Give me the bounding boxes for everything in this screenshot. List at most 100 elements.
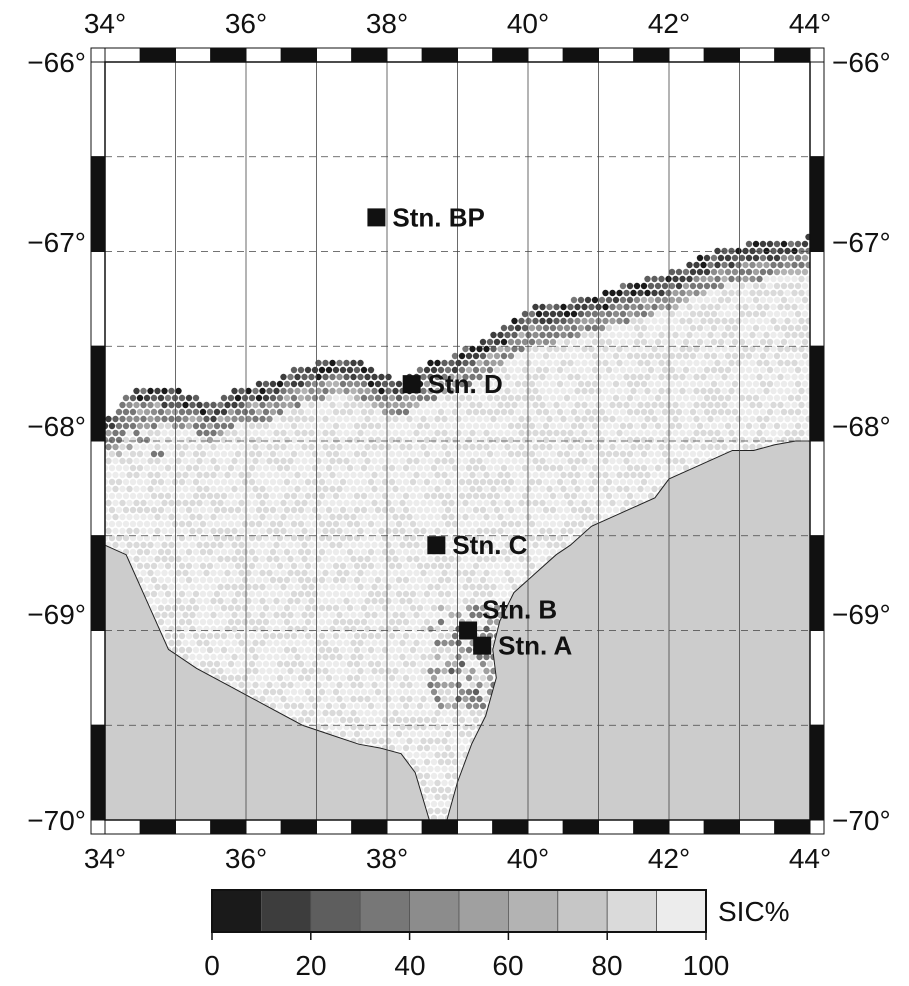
sic-dot [308,681,315,689]
sic-dot [147,499,154,507]
left-lat-label-69: −69° [27,599,86,630]
sic-dot [171,618,179,626]
sic-dot [479,562,487,570]
sic-dot [192,576,200,584]
sic-dot [413,611,420,619]
sic-dot [392,667,399,675]
sic-dot [584,394,592,402]
sic-dot [791,345,798,353]
sic-dot [175,443,182,451]
sic-dot [588,303,595,311]
sic-dot [287,667,294,675]
colorbar-title: SIC% [718,896,790,927]
sic-dot [469,387,476,395]
sic-dot [441,429,448,437]
sic-dot [238,415,245,423]
sic-dot [451,604,459,612]
sic-dot [150,478,158,486]
sic-dot [794,324,802,332]
sic-dot [385,723,392,731]
sic-dot [406,555,413,563]
sic-dot [353,478,361,486]
sic-dot [203,555,210,563]
sic-dot [700,373,707,381]
sic-dot [350,653,357,661]
sic-dot [357,471,364,479]
sic-dot [311,450,319,458]
sic-dot [430,772,438,780]
sic-dot [364,415,371,423]
sic-dot [245,485,252,493]
sic-dot [707,261,714,269]
sic-dot [420,471,427,479]
sic-dot [532,429,539,437]
sic-dot [444,394,452,402]
sic-dot [476,359,483,367]
sic-dot [469,611,476,619]
sic-dot [441,583,448,591]
sic-dot [626,422,634,430]
sic-dot [476,373,483,381]
sic-dot [217,667,224,675]
sic-dot [322,639,329,647]
sic-dot [339,534,347,542]
sic-dot [535,408,543,416]
sic-dot [150,506,158,514]
frame-segment-right [809,535,825,631]
sic-dot [703,282,711,290]
sic-dot [574,345,581,353]
sic-dot [168,485,175,493]
sic-dot [388,464,396,472]
sic-dot [738,296,746,304]
sic-dot [472,534,480,542]
sic-dot [539,443,546,451]
sic-dot [791,415,798,423]
sic-dot [406,681,413,689]
sic-dot [157,534,165,542]
sic-dot [770,331,777,339]
sic-dot [385,373,392,381]
sic-dot [367,520,375,528]
sic-dot [367,674,375,682]
sic-dot [178,464,186,472]
sic-dot [714,359,721,367]
sic-dot [472,408,480,416]
sic-dot [661,380,669,388]
sic-dot [140,429,147,437]
sic-dot [157,562,165,570]
sic-dot [486,576,494,584]
sic-dot [756,359,763,367]
sic-dot [150,394,158,402]
sic-dot [458,506,466,514]
sic-dot [462,401,469,409]
sic-dot [493,436,501,444]
sic-dot [241,520,249,528]
sic-dot [777,317,784,325]
sic-dot [105,485,112,493]
sic-dot [518,569,525,577]
sic-dot [329,625,336,633]
sic-dot [602,471,609,479]
sic-dot [325,618,333,626]
sic-dot [451,394,459,402]
sic-dot [392,597,399,605]
sic-dot [269,688,277,696]
sic-dot [301,709,308,717]
sic-dot [476,583,483,591]
sic-dot [486,450,494,458]
sic-dot [406,415,413,423]
sic-dot [668,422,676,430]
sic-dot [304,534,312,542]
frame-segment-right [809,61,825,158]
sic-dot [297,408,305,416]
sic-dot [707,401,714,409]
sic-dot [175,569,182,577]
sic-dot [420,443,427,451]
sic-dot [476,485,483,493]
sic-dot [616,401,623,409]
sic-dot [308,373,315,381]
sic-dot [385,415,392,423]
sic-dot [791,429,798,437]
sic-dot [532,541,539,549]
sic-dot [175,625,182,633]
